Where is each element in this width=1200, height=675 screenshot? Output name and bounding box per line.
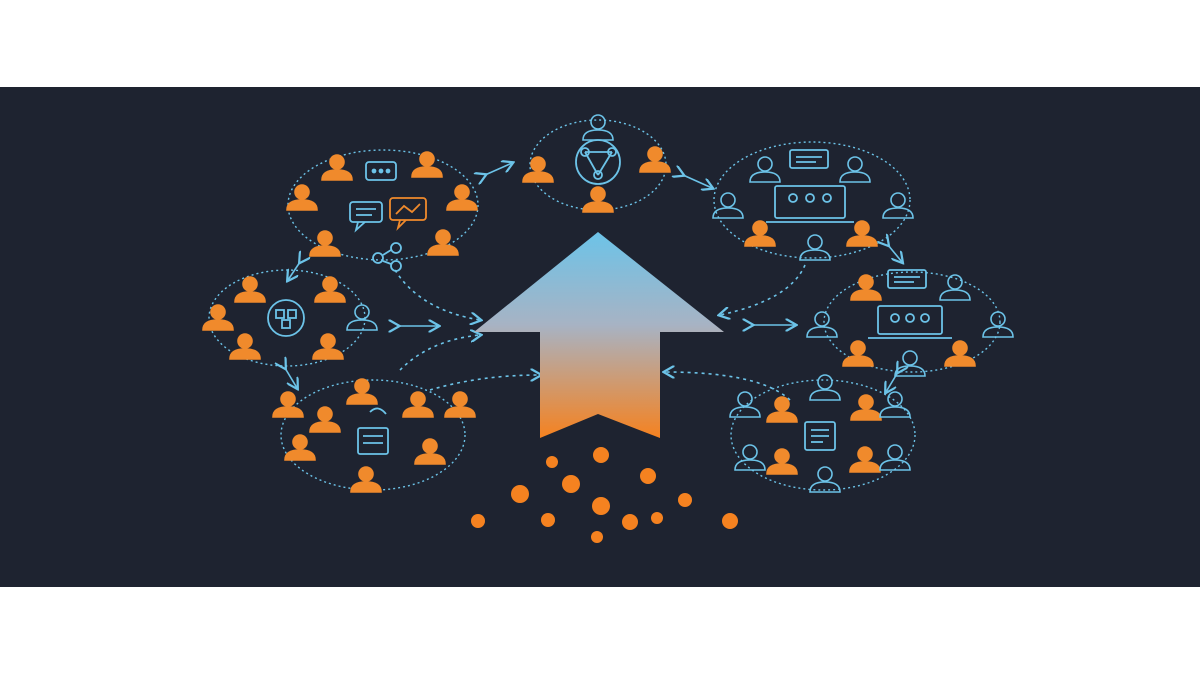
connector-bottom-right	[665, 372, 791, 401]
person-icon	[766, 448, 798, 475]
connector-top-right	[720, 264, 806, 315]
particle-dot	[546, 456, 558, 468]
person-icon	[849, 446, 881, 473]
people-icons	[202, 114, 1014, 493]
puzzle-cycle-icon	[267, 299, 305, 337]
person-icon	[286, 184, 318, 211]
connector-lines	[394, 264, 806, 401]
particle-dot	[591, 531, 603, 543]
central-growth-arrow	[474, 232, 724, 438]
network-hub-icon	[575, 139, 621, 185]
ring-top-right	[713, 141, 911, 259]
person-icon	[639, 146, 671, 173]
person-icon	[882, 192, 914, 219]
person-icon	[414, 438, 446, 465]
particle-dot	[593, 447, 609, 463]
orange-particles	[471, 447, 738, 543]
chat-bubble-icon	[349, 201, 383, 233]
person-icon	[729, 391, 761, 418]
person-icon	[806, 311, 838, 338]
video-meeting-laptop-icon	[766, 185, 854, 223]
person-icon	[842, 340, 874, 367]
share-icon	[372, 242, 402, 272]
connector-top-left	[394, 269, 480, 320]
person-icon	[234, 276, 266, 303]
person-icon	[346, 378, 378, 405]
clipboard-document-icon	[804, 421, 836, 451]
person-icon	[350, 466, 382, 493]
particle-dot	[562, 475, 580, 493]
ring-bottom-right	[730, 379, 916, 491]
person-icon	[446, 184, 478, 211]
person-icon	[402, 391, 434, 418]
person-icon	[734, 444, 766, 471]
person-icon	[850, 394, 882, 421]
chart-document-icon	[389, 197, 427, 231]
person-icon	[522, 156, 554, 183]
particle-dot	[471, 514, 485, 528]
particle-dot	[722, 513, 738, 529]
person-icon	[839, 156, 871, 183]
person-icon	[314, 276, 346, 303]
hub-icons	[267, 139, 952, 455]
person-icon	[346, 304, 378, 331]
person-icon	[809, 466, 841, 493]
particle-dot	[511, 485, 529, 503]
person-icon	[411, 151, 443, 178]
video-meeting-laptop-icon	[868, 305, 952, 339]
person-icon	[582, 114, 614, 141]
particle-dot	[640, 468, 656, 484]
person-icon	[939, 274, 971, 301]
person-icon	[846, 220, 878, 247]
person-icon	[229, 333, 261, 360]
chat-bubble-icon	[789, 149, 829, 169]
particle-dot	[541, 513, 555, 527]
person-icon	[879, 391, 911, 418]
person-icon	[712, 192, 744, 219]
person-icon	[894, 350, 926, 377]
person-icon	[427, 229, 459, 256]
ring-top-left	[287, 149, 479, 261]
particle-dot	[678, 493, 692, 507]
chat-bubble-icon	[887, 269, 927, 289]
person-icon	[799, 234, 831, 261]
connector-mid-left	[399, 335, 480, 371]
particle-dot	[592, 497, 610, 515]
person-icon	[982, 311, 1014, 338]
growth-document-icon	[357, 407, 389, 455]
particle-dot	[622, 514, 638, 530]
connector-bottom-left	[429, 375, 540, 391]
person-icon	[744, 220, 776, 247]
ring-bottom-left	[280, 379, 466, 491]
person-icon	[944, 340, 976, 367]
ring-mid-right	[823, 271, 1001, 373]
person-icon	[321, 154, 353, 181]
person-icon	[809, 374, 841, 401]
person-icon	[309, 230, 341, 257]
person-icon	[850, 274, 882, 301]
person-icon	[312, 333, 344, 360]
chat-bubble-icon	[365, 161, 397, 181]
person-icon	[879, 444, 911, 471]
person-icon	[309, 406, 341, 433]
person-icon	[444, 391, 476, 418]
particle-dot	[651, 512, 663, 524]
person-icon	[284, 434, 316, 461]
person-icon	[582, 186, 614, 213]
person-icon	[272, 391, 304, 418]
person-icon	[766, 396, 798, 423]
person-icon	[749, 156, 781, 183]
person-icon	[202, 304, 234, 331]
